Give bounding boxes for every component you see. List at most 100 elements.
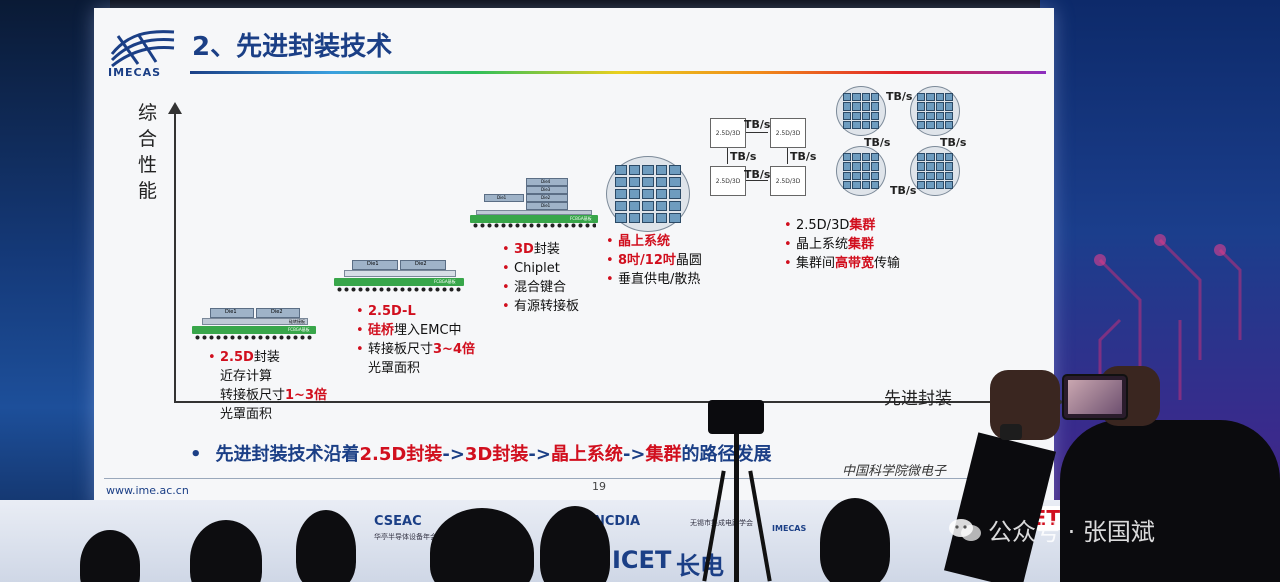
- wafer-die: [926, 102, 935, 111]
- wafer-die: [655, 177, 668, 187]
- wafer-die: [669, 165, 681, 175]
- die-label: Die3: [541, 187, 551, 192]
- stage-line: •2.5D-L: [356, 304, 416, 319]
- wafer-die: [935, 153, 944, 162]
- wafer-die: [917, 180, 926, 189]
- wafer-die: [917, 162, 926, 171]
- wafer-die: [642, 213, 654, 223]
- wafer-die: [870, 171, 879, 180]
- wafer-die: [917, 171, 926, 180]
- wafer-die: [852, 162, 861, 171]
- wafer-die: [669, 189, 681, 199]
- wafer-die: [852, 171, 861, 180]
- wafer-die: [628, 165, 641, 175]
- wafer-die: [843, 93, 852, 102]
- substrate-label: FCBGA基板: [570, 216, 592, 221]
- stage-cluster-text: •2.5D/3D集群 •晶上系统集群 •集群间高带宽传输: [784, 216, 900, 273]
- wafer-die: [861, 153, 870, 162]
- x-axis-label: 先进封装: [884, 389, 952, 409]
- presentation-slide: IMECAS 2、先进封装技术 综合性能 先进封装 Die1 Die2 硅转接板…: [94, 8, 1064, 510]
- wafer-die: [655, 213, 668, 223]
- interposer-label: 硅转接板: [289, 319, 305, 324]
- wafer-die: [926, 171, 935, 180]
- wafer-die: [944, 180, 953, 189]
- sponsor-logo: ICET: [612, 546, 672, 574]
- bandwidth-label: TB/s: [940, 136, 967, 149]
- audience-head: [540, 506, 610, 582]
- link-line: [727, 148, 728, 164]
- die-label: Die1: [497, 195, 507, 200]
- wafer-die: [935, 120, 944, 129]
- stage-line: •转接板尺寸3~4倍: [356, 342, 475, 357]
- cluster-wafer: [910, 146, 960, 196]
- wafer-die: [642, 177, 654, 187]
- slide-title: 2、先进封装技术: [192, 32, 393, 62]
- page-number: 19: [592, 480, 606, 493]
- phone: [1062, 374, 1128, 420]
- audience-head: [296, 510, 356, 582]
- wafer-die: [944, 120, 953, 129]
- wafer-die: [628, 189, 641, 199]
- wafer-die: [917, 102, 926, 111]
- wafer-die: [642, 189, 654, 199]
- wafer-die: [870, 162, 879, 171]
- wafer-die: [843, 153, 852, 162]
- wafer-die: [615, 177, 627, 187]
- wafer-die: [843, 162, 852, 171]
- wafer-die: [870, 180, 879, 189]
- wafer-die: [852, 102, 861, 111]
- stage-line: •8吋/12吋晶圆: [606, 253, 702, 268]
- person-silhouette: [1060, 420, 1280, 582]
- wafer-die: [861, 93, 870, 102]
- wafer-die: [870, 111, 879, 120]
- wafer-die: [655, 165, 668, 175]
- wafer-die: [935, 180, 944, 189]
- y-axis: [168, 102, 182, 402]
- cluster-wafer: [836, 86, 886, 136]
- die-label: Die1: [541, 203, 551, 208]
- substrate-label: FCBGA基板: [434, 279, 456, 284]
- stage-line: 近存计算: [220, 369, 273, 384]
- cluster-wafer: [910, 86, 960, 136]
- stage-2-5d-text: •2.5D封装 近存计算 转接板尺寸1~3倍 光罩面积: [208, 348, 327, 424]
- bandwidth-label: TB/s: [790, 150, 817, 163]
- wafer-die: [669, 177, 681, 187]
- stage-line: •有源转接板: [502, 299, 580, 314]
- wafer-die: [852, 120, 861, 129]
- stage-2-5d-l-text: •2.5D-L •硅桥埋入EMC中 •转接板尺寸3~4倍 光罩面积: [356, 302, 475, 378]
- wafer-die: [861, 162, 870, 171]
- stage-line: •集群间高带宽传输: [784, 256, 901, 271]
- wafer-die: [861, 102, 870, 111]
- wafer-die: [926, 93, 935, 102]
- wafer-die: [861, 120, 870, 129]
- stage-line: •硅桥埋入EMC中: [356, 323, 462, 338]
- wafer-die: [917, 120, 926, 129]
- audience-head: [430, 508, 534, 582]
- wafer-die: [944, 162, 953, 171]
- wafer-die: [870, 120, 879, 129]
- die-label: Die4: [541, 179, 551, 184]
- substrate-label: FCBGA基板: [288, 327, 310, 332]
- die-label: Die2: [271, 309, 283, 315]
- cluster-wafer: [836, 146, 886, 196]
- wechat-icon: [949, 518, 981, 541]
- audience-head: [820, 498, 890, 582]
- audience-head: [80, 530, 140, 582]
- bandwidth-label: TB/s: [744, 168, 771, 181]
- wafer-die: [669, 213, 681, 223]
- wafer-die: [642, 165, 654, 175]
- sponsor-logo: NCDIA: [594, 514, 641, 529]
- stage-line: •2.5D封装: [208, 350, 280, 365]
- die-label: Die2: [415, 261, 427, 267]
- stage-3d-text: •3D封装 •Chiplet •混合键合 •有源转接板: [502, 240, 579, 316]
- die-label: Die1: [367, 261, 379, 267]
- wafer-die: [852, 180, 861, 189]
- stage-line: •3D封装: [502, 242, 560, 257]
- audience-head: [190, 520, 262, 582]
- cluster-box: 2.5D/3D: [710, 118, 746, 148]
- watch: [1000, 424, 1022, 440]
- sponsor-logo: IMECAS: [772, 524, 807, 533]
- wafer-die: [852, 111, 861, 120]
- wafer-die: [935, 102, 944, 111]
